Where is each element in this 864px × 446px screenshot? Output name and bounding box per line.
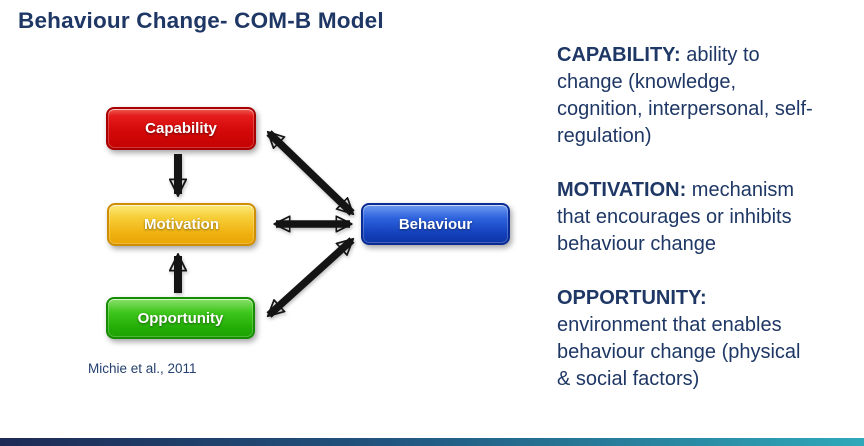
- definition-opportunity-term: OPPORTUNITY:: [557, 287, 707, 309]
- citation: Michie et al., 2011: [88, 361, 197, 376]
- node-capability-label: Capability: [145, 120, 217, 137]
- arrow-opportunity-behaviour-twoway: [269, 237, 352, 318]
- footer-accent-bar: [0, 438, 864, 446]
- definition-opportunity: OPPORTUNITY: environment that enables be…: [557, 287, 801, 390]
- definition-capability-term: CAPABILITY:: [557, 44, 681, 66]
- arrow-capability-behaviour-twoway: [269, 130, 352, 216]
- node-opportunity-label: Opportunity: [137, 309, 224, 327]
- definitions-panel: CAPABILITY: ability to change (knowledge…: [557, 42, 863, 420]
- node-motivation-label: Motivation: [144, 216, 219, 233]
- definition-motivation: MOTIVATION: mechanism that encourages or…: [557, 179, 795, 255]
- node-motivation: Motivation: [107, 203, 256, 246]
- definition-motivation-term: MOTIVATION:: [557, 179, 687, 201]
- definition-capability: CAPABILITY: ability to change (knowledge…: [557, 44, 813, 147]
- node-behaviour-label: Behaviour: [398, 215, 473, 233]
- node-capability: Capability: [106, 107, 256, 150]
- page-title: Behaviour Change- COM-B Model: [18, 8, 384, 33]
- node-opportunity: Opportunity: [106, 297, 255, 339]
- node-behaviour: Behaviour: [361, 203, 510, 245]
